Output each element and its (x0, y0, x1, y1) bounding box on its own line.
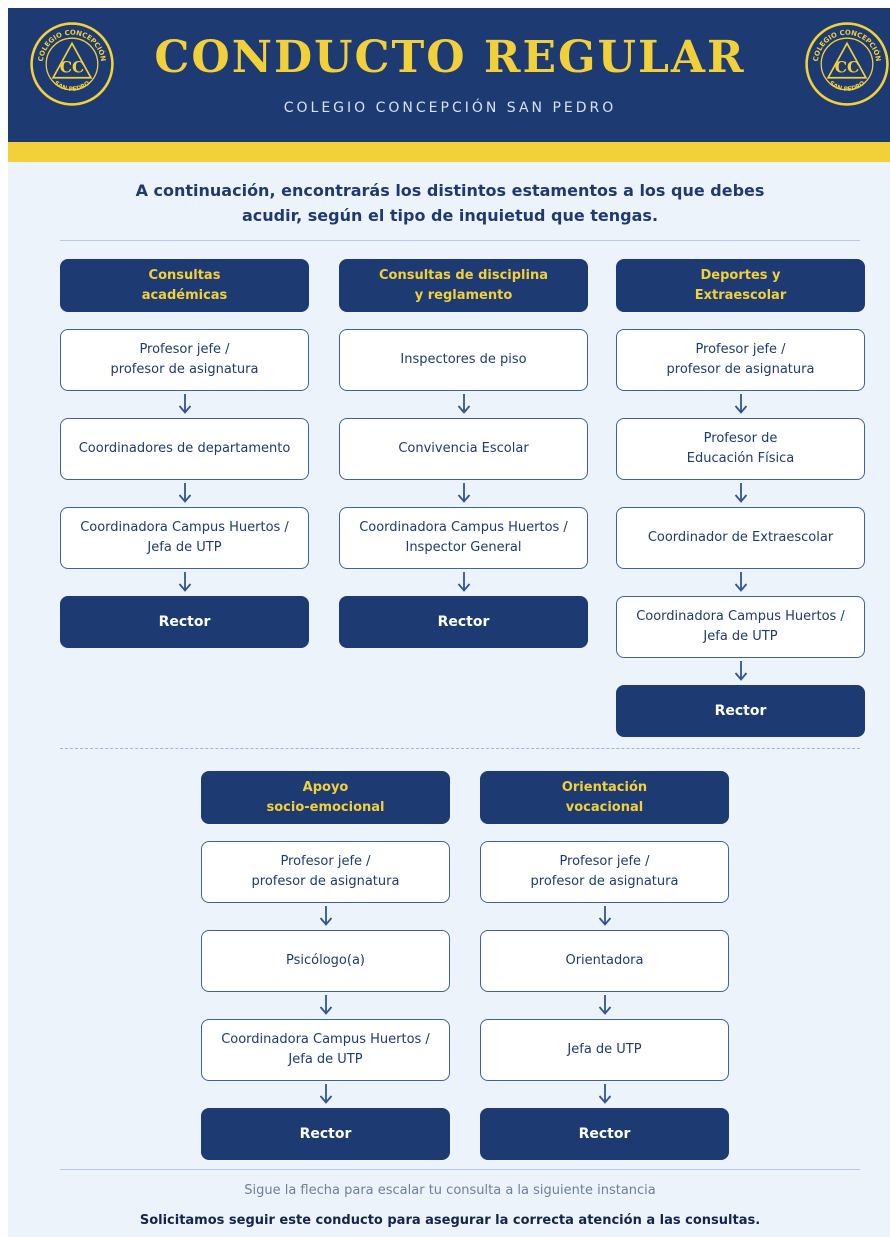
down-arrow-icon (178, 483, 191, 503)
step-label: Coordinadora Campus Huertos / Jefa de UT… (636, 609, 845, 644)
step-box: Inspectores de piso (339, 329, 588, 391)
step-label: Profesor de Educación Física (686, 431, 795, 466)
step-box: Profesor jefe / profesor de asignatura (60, 329, 309, 391)
step-box: Profesor jefe / profesor de asignatura (616, 329, 865, 391)
down-arrow-icon (734, 394, 747, 414)
down-arrow-icon (457, 394, 470, 414)
down-arrow-icon (319, 995, 332, 1015)
footer-note: Solicitamos seguir este conducto para as… (139, 1213, 761, 1228)
category-header: Orientación vocacional (480, 771, 729, 824)
down-arrow-icon (734, 572, 747, 592)
step-label: Coordinadora Campus Huertos / Inspector … (359, 520, 568, 555)
down-arrow-icon (598, 1084, 611, 1104)
step-label: Profesor jefe / profesor de asignatura (666, 342, 815, 377)
step-box: Profesor jefe / profesor de asignatura (201, 841, 450, 903)
step-box: Coordinadora Campus Huertos / Jefa de UT… (201, 1019, 450, 1081)
category-title: Consultas académicas (141, 267, 228, 303)
rector-label: Rector (714, 703, 767, 719)
down-arrow-icon (178, 394, 191, 414)
step-box: Orientadora (480, 930, 729, 992)
step-box: Profesor jefe / profesor de asignatura (480, 841, 729, 903)
step-box: Jefa de UTP (480, 1019, 729, 1081)
down-arrow-icon (734, 661, 747, 681)
step-box: Psicólogo(a) (201, 930, 450, 992)
page: CC COLEGIO CONCEPCIÓN SAN PEDRO CONDUCTO… (8, 8, 890, 1237)
down-arrow-icon (319, 906, 332, 926)
step-box: Coordinadora Campus Huertos / Inspector … (339, 507, 588, 569)
rector-box: Rector (339, 596, 588, 648)
header-banner: CC COLEGIO CONCEPCIÓN SAN PEDRO CONDUCTO… (8, 8, 890, 142)
step-label: Coordinadora Campus Huertos / Jefa de UT… (221, 1032, 430, 1067)
rector-box: Rector (480, 1108, 729, 1160)
category-title: Consultas de disciplina y reglamento (379, 267, 548, 303)
rector-box: Rector (60, 596, 309, 648)
step-box: Coordinadora Campus Huertos / Jefa de UT… (616, 596, 865, 658)
rector-label: Rector (299, 1126, 352, 1142)
divider-bottom (60, 1169, 860, 1170)
step-box: Coordinadora Campus Huertos / Jefa de UT… (60, 507, 309, 569)
step-label: Profesor jefe / profesor de asignatura (251, 854, 400, 889)
section-divider (60, 748, 860, 749)
arrow-legend-text: Sigue la flecha para escalar tu consulta… (244, 1183, 656, 1198)
step-label: Coordinadores de departamento (78, 441, 291, 456)
school-seal-left: CC COLEGIO CONCEPCIÓN SAN PEDRO (30, 22, 114, 106)
svg-text:CC: CC (60, 58, 85, 77)
category-header: Deportes y Extraescolar (616, 259, 865, 312)
header-accent-stripe (8, 142, 890, 162)
step-box: Convivencia Escolar (339, 418, 588, 480)
rector-label: Rector (578, 1126, 631, 1142)
page-title: CONDUCTO REGULAR (154, 32, 746, 83)
down-arrow-icon (734, 483, 747, 503)
step-label: Jefa de UTP (567, 1042, 642, 1057)
rector-box: Rector (201, 1108, 450, 1160)
down-arrow-icon (457, 483, 470, 503)
category-title: Orientación vocacional (561, 779, 648, 815)
down-arrow-icon (598, 906, 611, 926)
step-label: Orientadora (565, 953, 644, 968)
step-label: Inspectores de piso (400, 352, 527, 367)
svg-text:CC: CC (835, 58, 860, 77)
step-label: Profesor jefe / profesor de asignatura (110, 342, 259, 377)
divider-top (60, 240, 860, 241)
step-label: Psicólogo(a) (286, 953, 365, 968)
category-title: Apoyo socio-emocional (266, 779, 385, 815)
step-label: Coordinador de Extraescolar (647, 530, 834, 545)
category-header: Consultas de disciplina y reglamento (339, 259, 588, 312)
down-arrow-icon (319, 1084, 332, 1104)
down-arrow-icon (598, 995, 611, 1015)
down-arrow-icon (178, 572, 191, 592)
down-arrow-icon (457, 572, 470, 592)
step-label: Profesor jefe / profesor de asignatura (530, 854, 679, 889)
step-box: Coordinador de Extraescolar (616, 507, 865, 569)
category-header: Apoyo socio-emocional (201, 771, 450, 824)
step-label: Coordinadora Campus Huertos / Jefa de UT… (80, 520, 289, 555)
school-seal-right: CC COLEGIO CONCEPCIÓN SAN PEDRO (805, 22, 889, 106)
step-box: Profesor de Educación Física (616, 418, 865, 480)
rector-label: Rector (158, 614, 211, 630)
rector-label: Rector (437, 614, 490, 630)
page-subtitle: COLEGIO CONCEPCIÓN SAN PEDRO (283, 100, 617, 116)
step-box: Coordinadores de departamento (60, 418, 309, 480)
rector-box: Rector (616, 685, 865, 737)
category-title: Deportes y Extraescolar (694, 267, 787, 303)
step-label: Convivencia Escolar (398, 441, 529, 456)
intro-text: A continuación, encontrarás los distinto… (135, 181, 765, 225)
category-header: Consultas académicas (60, 259, 309, 312)
